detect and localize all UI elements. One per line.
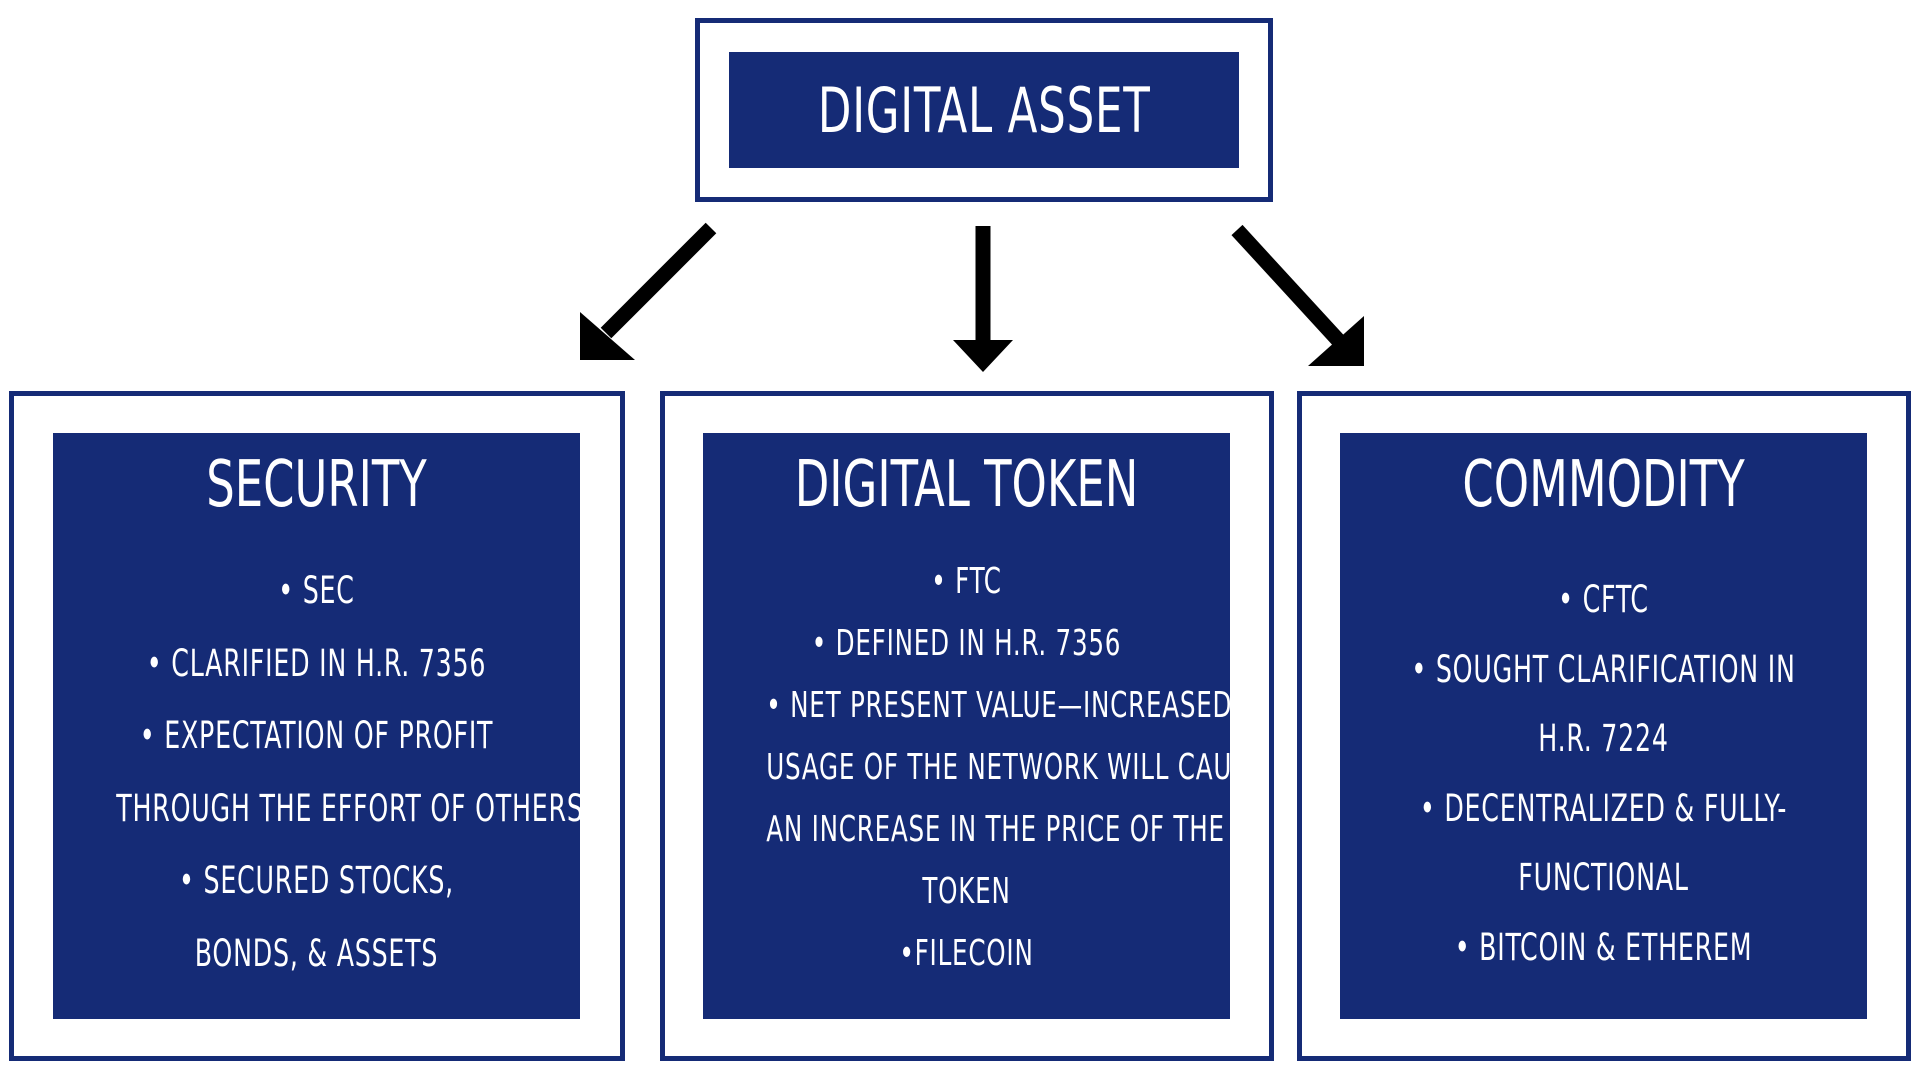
digital-asset-node: DIGITAL ASSET: [729, 52, 1239, 168]
digital-token-node: DIGITAL TOKEN • FTC • DEFINED IN H.R. 73…: [703, 433, 1265, 1019]
digital-token-line: TOKEN: [922, 871, 1011, 912]
security-line: • EXPECTATION OF PROFIT: [139, 714, 494, 757]
arrowhead-right: [1308, 316, 1364, 366]
commodity-details: • CFTC • SOUGHT CLARIFICATION IN H.R. 72…: [1340, 565, 1867, 982]
arrowhead-left: [580, 312, 635, 360]
commodity-line: H.R. 7224: [1538, 717, 1669, 760]
digital-token-title: DIGITAL TOKEN: [794, 448, 1139, 522]
digital-token-line: •FILECOIN: [899, 933, 1034, 974]
security-details: • SEC • CLARIFIED IN H.R. 7356 • EXPECTA…: [53, 555, 584, 990]
digital-token-line: • FTC: [931, 561, 1002, 602]
commodity-line: • DECENTRALIZED & FULLY-: [1419, 786, 1788, 830]
digital-asset-title: DIGITAL ASSET: [817, 73, 1151, 147]
security-line: BONDS, & ASSETS: [194, 931, 439, 975]
commodity-title: COMMODITY: [1462, 448, 1745, 522]
security-line: • CLARIFIED IN H.R. 7356: [146, 641, 487, 685]
security-node: SECURITY • SEC • CLARIFIED IN H.R. 7356 …: [53, 433, 584, 1019]
digital-token-line: USAGE OF THE NETWORK WILL CAUSE: [766, 747, 1265, 788]
security-line: THROUGH THE EFFORT OF OTHERS: [116, 786, 584, 830]
commodity-line: • CFTC: [1558, 578, 1649, 621]
arrow-to-digital-token: [953, 226, 1013, 372]
security-line: • SECURED STOCKS,: [179, 859, 454, 902]
digital-token-line: • DEFINED IN H.R. 7356: [811, 623, 1122, 664]
security-line: • SEC: [278, 569, 355, 612]
digital-token-line: • NET PRESENT VALUE—INCREASED: [766, 685, 1233, 726]
arrow-to-security: [580, 222, 717, 360]
commodity-node: COMMODITY • CFTC • SOUGHT CLARIFICATION …: [1340, 433, 1867, 1019]
security-title: SECURITY: [206, 448, 427, 522]
arrow-to-commodity: [1231, 224, 1364, 366]
digital-token-details: • FTC • DEFINED IN H.R. 7356 • NET PRESE…: [703, 551, 1265, 985]
commodity-line: • SOUGHT CLARIFICATION IN: [1411, 647, 1796, 691]
arrowhead-down: [953, 340, 1013, 372]
digital-token-line: AN INCREASE IN THE PRICE OF THE: [766, 809, 1225, 850]
commodity-line: • BITCOIN & ETHEREM: [1454, 925, 1753, 969]
commodity-line: FUNCTIONAL: [1518, 856, 1689, 899]
